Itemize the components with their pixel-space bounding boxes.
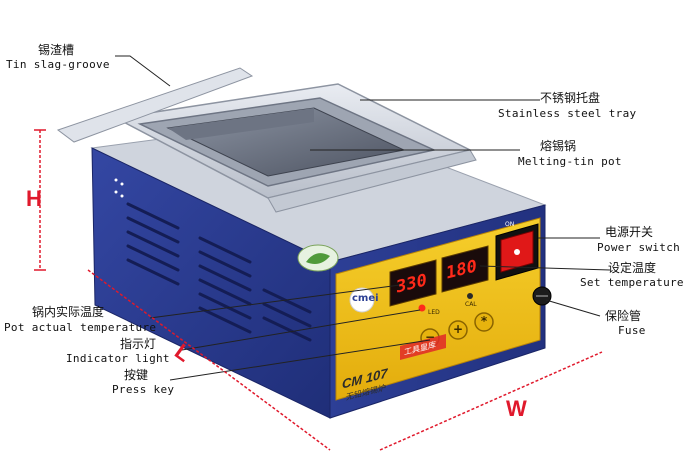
dimension-lines (34, 129, 603, 451)
leaf-icon (306, 253, 330, 264)
side-dots (114, 178, 124, 198)
control-panel (335, 217, 541, 401)
display-set-bezel (441, 245, 489, 293)
dimension-w: W (506, 396, 527, 421)
press-key-en: Press key (112, 383, 175, 396)
indicator-led (418, 304, 426, 312)
vent-slots (126, 202, 312, 342)
cal-hole (467, 293, 473, 299)
set-temp-cn: 设定温度 (608, 261, 657, 275)
indicator-cn: 指示灯 (120, 337, 157, 351)
red-banner (400, 334, 446, 360)
pot-inner-wall (168, 108, 314, 140)
brand-text: cmei (352, 293, 379, 304)
press-key-cn: 按键 (124, 368, 149, 382)
key-plus[interactable]: + (452, 322, 464, 336)
slag-groove-en: Tin slag-groove (6, 58, 110, 71)
power-switch-en: Power switch (597, 241, 681, 254)
display-actual-bezel (389, 259, 437, 307)
callout-lines (115, 55, 611, 381)
slag-groove-cn: 锡渣槽 (38, 43, 75, 57)
fuse-cn: 保险管 (605, 309, 642, 323)
led-label: LED (428, 309, 440, 316)
key-star[interactable]: * (480, 314, 488, 328)
pot-temp-cn: 锅内实际温度 (32, 305, 105, 319)
steel-tray-cn: 不锈钢托盘 (540, 91, 601, 105)
switch-on-label: ON (505, 221, 515, 228)
power-switch-cn: 电源开关 (605, 225, 654, 239)
key-minus[interactable]: − (424, 330, 436, 344)
pot-temp-en: Pot actual temperature (4, 321, 157, 334)
switch-indicator (514, 249, 520, 255)
steel-tray-en: Stainless steel tray (498, 107, 637, 120)
fuse-en: Fuse (618, 324, 646, 337)
indicator-en: Indicator light (66, 352, 170, 365)
slag-groove-lip-right (267, 149, 477, 213)
cal-label: CAL (465, 301, 477, 308)
melting-pot-cn: 熔锡锅 (540, 139, 577, 153)
slag-groove-lip (56, 67, 254, 143)
dimension-h: H (26, 186, 42, 211)
set-temp-en: Set temperature (580, 276, 684, 289)
brand-badge (349, 287, 375, 313)
melting-pot-en: Melting-tin pot (518, 155, 622, 168)
